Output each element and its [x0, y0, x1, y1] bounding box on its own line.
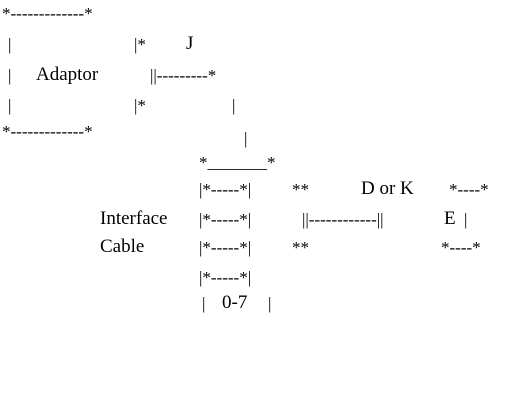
interface-slot: |*-----*|	[199, 238, 252, 257]
device-e-box-top-border: *----*	[449, 180, 489, 199]
device-label-d-or-k: D or K	[361, 178, 414, 199]
vertical-link-segment: |	[244, 129, 248, 148]
adaptor-label: Adaptor	[36, 64, 99, 85]
interface-stack-top-border: *_______*	[199, 153, 276, 172]
ascii-network-diagram: *-------------* | |* J | Adaptor ||-----…	[0, 4, 489, 316]
interface-to-device-link: ||------------||	[302, 210, 384, 229]
interface-slot: |*-----*|	[199, 268, 252, 287]
adaptor-box-left-border: |	[8, 35, 12, 54]
diagram-row-9: Cable |*-----*| ** *----*	[0, 237, 481, 260]
connector-label-j: J	[186, 33, 194, 54]
diagram-row-8: Interface |*-----*| ||------------|| E |	[0, 209, 467, 232]
link-terminator-stars: **	[292, 238, 309, 257]
adaptor-box-left-border: |	[8, 96, 12, 115]
adaptor-to-interface-link: ||---------*	[150, 66, 217, 85]
device-e-box-right-border: |	[464, 210, 468, 229]
interface-slot: |*-----*|	[199, 180, 252, 199]
interface-stack-right-border: |	[268, 294, 272, 313]
diagram-row-7: |*-----*| ** D or K *----*	[0, 179, 489, 202]
diagram-row-5: *-------------* |	[0, 122, 247, 148]
diagram-row-4: | |* |	[0, 96, 235, 118]
adaptor-box-top-border: *-------------*	[2, 4, 93, 23]
adaptor-box-right-border: |*	[134, 96, 146, 115]
interface-label: Interface	[100, 208, 168, 229]
diagram-row-2: | |* J	[0, 34, 193, 57]
vertical-link-segment: |	[232, 96, 236, 115]
diagram-row-1: *-------------*	[0, 4, 93, 26]
diagram-row-6: *_______*	[0, 153, 276, 175]
diagram-row-10: |*-----*|	[0, 268, 251, 290]
device-e-box-bottom-border: *----*	[441, 238, 481, 257]
adaptor-box-left-border: |	[8, 66, 12, 85]
slot-range-label: 0-7	[222, 292, 248, 313]
interface-slot: |*-----*|	[199, 210, 252, 229]
device-label-e: E	[444, 208, 456, 229]
interface-stack-left-border: |	[202, 294, 206, 313]
adaptor-box-bottom-border: *-------------*	[2, 122, 93, 141]
link-terminator-stars: **	[292, 180, 309, 199]
adaptor-box-right-border: |*	[134, 35, 146, 54]
diagram-row-11: | 0-7 |	[0, 293, 271, 316]
diagram-row-3: | Adaptor ||---------*	[0, 65, 216, 88]
cable-label: Cable	[100, 236, 145, 257]
